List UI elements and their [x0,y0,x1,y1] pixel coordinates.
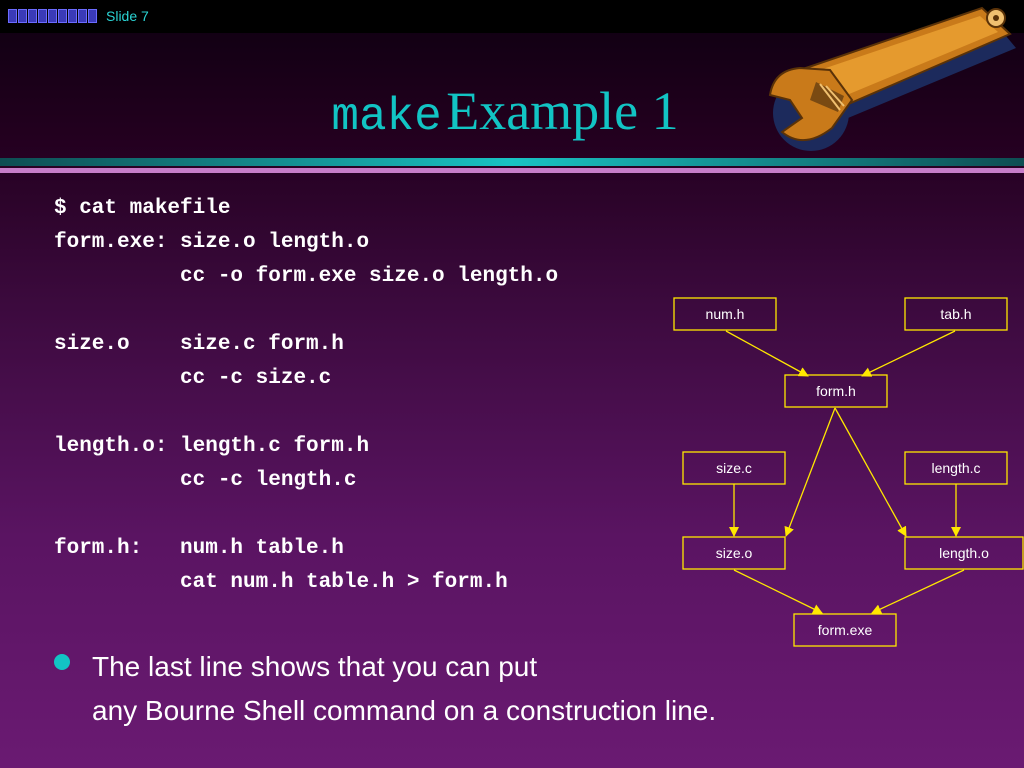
node-size-c-box [682,451,786,485]
arrow-length-o-to-form-exe [871,569,965,614]
title-command: make [331,91,442,143]
code-line: cc -o form.exe size.o length.o [54,265,559,288]
node-size-c: size.c [716,460,752,476]
bullet-line-1: The last line shows that you can put [92,651,538,682]
code-line [54,294,558,328]
makefile-listing: $ cat makefile form.exe: size.o length.o… [54,192,558,600]
node-length-o-box [904,536,1024,570]
slide-number: Slide 7 [106,8,149,24]
arrow-tab-to-form-h [861,330,956,377]
code-line [54,396,558,430]
arrow-size-o-to-form-exe [733,569,823,614]
comp-logo [8,9,97,23]
node-length-c-box [904,451,1008,485]
code-line: form.exe: size.o length.o [54,231,370,254]
code-line: cc -c size.c [54,367,332,390]
node-num-h: num.h [706,306,745,322]
node-size-o: size.o [716,545,753,561]
node-tab-h-box [904,297,1008,331]
node-length-o: length.o [939,545,989,561]
arrow-num-to-form-h [725,330,809,377]
node-size-o-box [682,536,786,570]
node-num-h-box [673,297,777,331]
code-line: cc -c length.c [54,469,357,492]
dependency-arrows [725,330,965,614]
node-form-exe-box [793,613,897,647]
arrow-form-h-to-size-o [784,407,836,537]
code-line: size.o size.c form.h [54,333,344,356]
slide-title: make Example 1 [0,80,1010,143]
divider-cyan [0,158,1024,166]
code-line: $ cat makefile [54,197,231,220]
divider-pink [0,168,1024,173]
wrench-icon [768,6,1016,151]
code-line [54,498,558,532]
title-text: Example 1 [446,81,679,141]
node-form-h-box [784,374,888,408]
bullet-icon [54,654,70,670]
node-length-c: length.c [931,460,980,476]
top-bar: Slide 7 [0,0,1024,33]
code-line: length.o: length.c form.h [54,435,370,458]
code-line: cat num.h table.h > form.h [54,571,508,594]
node-tab-h: tab.h [940,306,971,322]
node-form-exe: form.exe [818,622,873,638]
bullet-point: The last line shows that you can put any… [92,645,716,733]
dependency-diagram: num.h tab.h form.h size.c length.c size.… [673,297,1024,647]
bullet-line-2: any Bourne Shell command on a constructi… [92,695,717,726]
code-line: form.h: num.h table.h [54,537,344,560]
node-form-h: form.h [816,383,856,399]
arrow-form-h-to-length-o [834,407,907,537]
